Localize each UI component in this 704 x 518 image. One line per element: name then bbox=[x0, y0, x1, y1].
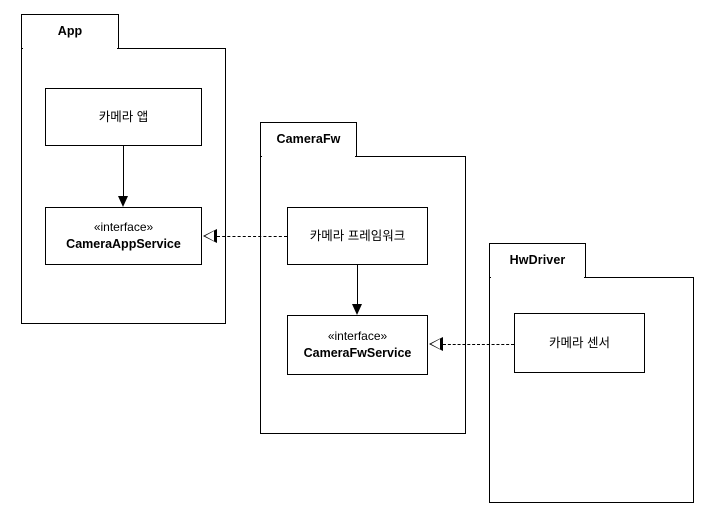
package-tab-camerafw[interactable]: CameraFw bbox=[260, 122, 357, 157]
node-label-camera-app: 카메라 앱 bbox=[98, 109, 149, 124]
package-label-hwdriver: HwDriver bbox=[509, 253, 566, 268]
interface-name-camera-fw-service: CameraFwService bbox=[303, 345, 412, 360]
node-camera-app[interactable]: 카메라 앱 bbox=[45, 88, 202, 146]
stereotype-camera-fw-service: «interface» bbox=[327, 329, 388, 344]
package-tab-seam-camerafw bbox=[262, 155, 355, 158]
package-tab-app[interactable]: App bbox=[21, 14, 119, 49]
connector-framework-realizes-appservice-arrowhead bbox=[203, 229, 217, 243]
node-camera-framework[interactable]: 카메라 프레임워크 bbox=[287, 207, 428, 265]
node-label-camera-sensor: 카메라 센서 bbox=[549, 335, 610, 350]
package-tab-seam-hwdriver bbox=[491, 276, 584, 279]
connector-app-to-appservice-line bbox=[123, 146, 124, 196]
stereotype-camera-app-service: «interface» bbox=[93, 220, 154, 235]
node-camera-sensor[interactable]: 카메라 센서 bbox=[514, 313, 645, 373]
package-body-camerafw[interactable] bbox=[260, 156, 466, 434]
connector-app-to-appservice-arrowhead bbox=[118, 196, 128, 207]
node-label-camera-framework: 카메라 프레임워크 bbox=[309, 228, 406, 243]
package-label-camerafw: CameraFw bbox=[276, 132, 341, 147]
node-camera-fw-service[interactable]: «interface» CameraFwService bbox=[287, 315, 428, 375]
package-label-app: App bbox=[57, 24, 83, 39]
package-body-hwdriver[interactable] bbox=[489, 277, 694, 503]
package-tab-seam-app bbox=[23, 47, 117, 50]
connector-framework-to-fwservice-arrowhead bbox=[352, 304, 362, 315]
connector-framework-realizes-appservice-line bbox=[217, 236, 287, 237]
package-tab-hwdriver[interactable]: HwDriver bbox=[489, 243, 586, 278]
interface-name-camera-app-service: CameraAppService bbox=[66, 236, 181, 251]
node-camera-app-service[interactable]: «interface» CameraAppService bbox=[45, 207, 202, 265]
connector-sensor-realizes-fwservice-line bbox=[443, 344, 514, 345]
connector-sensor-realizes-fwservice-arrowhead bbox=[429, 337, 443, 351]
connector-framework-to-fwservice-line bbox=[357, 265, 358, 304]
